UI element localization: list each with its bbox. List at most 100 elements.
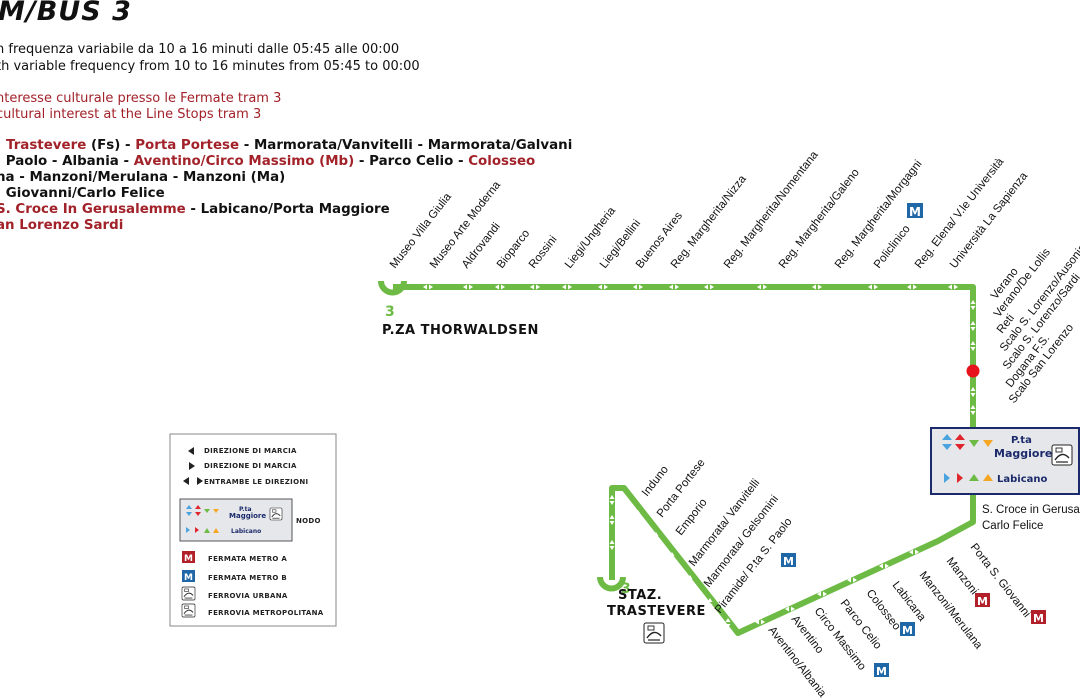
highlighted-stop: Trastevere (6, 138, 87, 153)
terminal-thorwaldsen-label: P.ZA THORWALDSEN (382, 323, 539, 338)
svg-text:M: M (184, 554, 193, 564)
direction-arrow-pair (970, 405, 976, 415)
legend-arrow-left (188, 447, 194, 455)
metro-b-icon-colosseo: M (900, 622, 915, 637)
stop-list-line-6: an Lorenzo Sardi (0, 218, 123, 233)
stop-label-santa-croce: S. Croce in Gerusalemme (982, 504, 1080, 516)
metro-b-icon-policlinico: M (907, 203, 923, 219)
svg-text:M: M (909, 205, 921, 219)
direction-arrow-pair (785, 606, 795, 612)
direction-arrow-pair (983, 284, 993, 290)
terminal-loop-thorwaldsen (378, 280, 407, 296)
svg-text:M: M (902, 624, 913, 637)
legend-arrow-both-left (183, 477, 189, 485)
svg-text:Maggiore: Maggiore (229, 512, 266, 520)
stop-list-line-1: : Trastevere (Fs) - Porta Portese - Marm… (0, 138, 572, 153)
terminal-loop-trastevere (597, 576, 626, 592)
legend-rail-metro: FERROVIA METROPOLITANA (208, 609, 324, 617)
direction-arrow-pair (635, 510, 641, 520)
stop-list-line-3: na - Manzoni/Merulana - Manzoni (Ma) (0, 170, 285, 185)
stop-list-line-4: . Giovanni/Carlo Felice (0, 186, 165, 201)
stop-marker-red (966, 364, 980, 378)
legend-metro-a-icon (182, 551, 195, 563)
direction-arrow-pair (633, 284, 643, 290)
legend-arrow-both-right (197, 477, 203, 485)
terminal-trastevere-label-2: TRASTEVERE (607, 604, 706, 619)
direction-arrow-pair (970, 321, 976, 331)
stop-label-top-4: Rossini (527, 234, 560, 271)
direction-arrow-pair (757, 284, 767, 290)
direction-arrow-pair (725, 618, 731, 628)
highlighted-stop: S. Croce In Gerusalemme (0, 202, 186, 217)
stop-text: (Fs) - (86, 138, 136, 153)
highlighted-stop: Aventino/Circo Massimo (Mb) (133, 154, 355, 169)
direction-arrow-pair (907, 284, 917, 290)
metro-a-icon-manzoni: M (975, 593, 990, 608)
node-porta-maggiore: P.ta Maggiore Labicano (930, 427, 1080, 495)
svg-text:M: M (1033, 612, 1044, 625)
node-label-top: P.ta (1011, 435, 1032, 446)
direction-arrow-pair (495, 284, 505, 290)
node-label-mid: Maggiore (994, 447, 1052, 460)
highlighted-stop: Porta Portese (135, 138, 240, 153)
cultural-interest-italian: nteresse culturale presso le Fermate tra… (0, 91, 282, 106)
direction-arrow-pair (847, 577, 857, 583)
line-number-thorwaldsen: 3 (385, 304, 395, 320)
svg-text:M: M (876, 665, 887, 678)
stop-text: - Parco Celio - (354, 154, 469, 169)
highlighted-stop: an Lorenzo Sardi (0, 218, 124, 233)
stop-label-south-0: Porta S. Giovanni (968, 541, 1033, 619)
rail-urban-icon (643, 622, 665, 644)
stop-label-left-0: Induno (640, 464, 671, 499)
stop-label-top-12: Policlinico (872, 223, 913, 271)
svg-text:M: M (977, 595, 988, 608)
direction-arrow-pair (970, 300, 976, 310)
stop-label-top-9: Reg. Margherita/Nomentana (722, 149, 821, 271)
direction-arrow-pair (609, 515, 615, 525)
legend-metro-b: FERMATA METRO B (208, 574, 287, 582)
direction-arrow-pair (909, 549, 919, 555)
svg-text:M: M (783, 555, 794, 568)
stop-label-carlo-felice: Carlo Felice (982, 520, 1043, 532)
stop-text: - Marmorata/Vanvitelli - Marmorata/Galva… (239, 138, 573, 153)
direction-arrow-pair (812, 284, 822, 290)
legend-both-directions: ENTRAMBE LE DIREZIONI (204, 478, 308, 486)
rail-metro-icon (1051, 444, 1073, 466)
direction-arrow-pair (948, 284, 958, 290)
stop-label-left-2: Emporio (674, 497, 710, 538)
route-line (393, 284, 976, 636)
direction-arrow-pair (970, 387, 976, 397)
metro-a-icon-porta-san-giovanni: M (1031, 610, 1046, 625)
legend-direction-1: DIREZIONE DI MARCIA (204, 447, 297, 455)
stop-text: . Paolo - Albania - (0, 154, 134, 169)
direction-arrow-pair (669, 552, 675, 562)
highlighted-stop: Colosseo (468, 154, 536, 169)
direction-arrow-pair (970, 341, 976, 351)
line-title: M/BUS 3 (0, 0, 132, 27)
stop-list-line-2: . Paolo - Albania - Aventino/Circo Massi… (0, 154, 535, 169)
direction-arrow-pair (755, 619, 765, 625)
legend-node: NODO (296, 517, 321, 525)
terminal-trastevere-label-1: STAZ. (618, 588, 662, 603)
direction-arrow-pair (653, 532, 659, 542)
metro-b-icon-circo-massimo: M (874, 663, 889, 678)
stop-label-south-1: Manzoni (944, 555, 980, 597)
stop-text: . Giovanni/Carlo Felice (0, 186, 165, 201)
frequency-english: th variable frequency from 10 to 16 minu… (0, 59, 420, 74)
direction-arrow-pair (707, 598, 713, 608)
direction-arrow-pair (687, 575, 693, 585)
legend-metro-a: FERMATA METRO A (208, 555, 287, 563)
stop-text: - Labicano/Porta Maggiore (185, 202, 390, 217)
legend: DIREZIONE DI MARCIA DIREZIONE DI MARCIA … (169, 433, 337, 627)
direction-arrow-pair (598, 284, 608, 290)
legend-rail-urban-icon (181, 586, 196, 601)
stop-text: : (0, 138, 6, 153)
node-label-bottom: Labicano (997, 474, 1048, 485)
stop-list-line-5: S. Croce In Gerusalemme - Labicano/Porta… (0, 202, 390, 217)
legend-arrow-right (189, 462, 195, 470)
direction-arrow-pair (423, 284, 433, 290)
legend-rail-metro-icon (181, 603, 196, 618)
stop-label-south-8: Aventino/Albania (766, 624, 829, 700)
direction-arrow-pair (609, 495, 615, 505)
